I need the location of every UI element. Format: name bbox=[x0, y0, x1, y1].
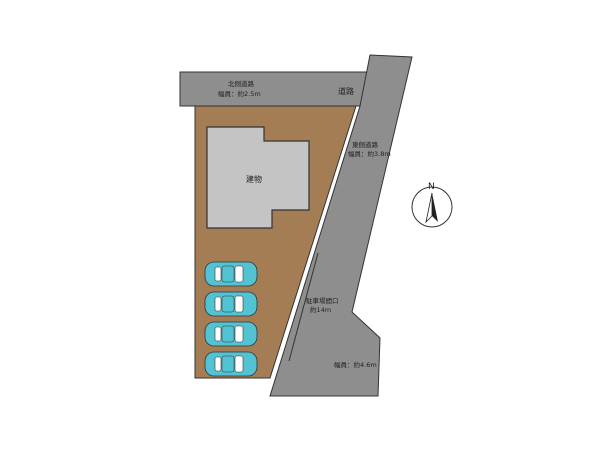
east-road-width-label: 幅員：約3.8m bbox=[348, 149, 391, 158]
compass-n-label: N bbox=[428, 182, 435, 192]
parking-frontage-label: 駐車場間口 bbox=[306, 296, 339, 305]
north-compass-icon: N bbox=[411, 182, 453, 228]
car-icon bbox=[204, 291, 258, 317]
north-road-width-label: 幅員：約2.5m bbox=[218, 89, 261, 98]
parking-frontage-dimension bbox=[288, 252, 319, 362]
parking-cars bbox=[204, 261, 258, 377]
building-label: 建物 bbox=[246, 174, 262, 184]
parking-frontage-length-label: 約14m bbox=[310, 305, 331, 314]
car-icon bbox=[204, 261, 258, 287]
car-icon bbox=[204, 321, 258, 347]
east-road-name-label: 東側道路 bbox=[352, 140, 379, 149]
south-road-width-label: 幅員：約4.6m bbox=[334, 360, 377, 369]
road-label: 道路 bbox=[338, 86, 354, 96]
north-road-name-label: 北側道路 bbox=[228, 79, 255, 88]
car-icon bbox=[204, 351, 258, 377]
east-road bbox=[269, 54, 413, 397]
building bbox=[206, 126, 310, 229]
